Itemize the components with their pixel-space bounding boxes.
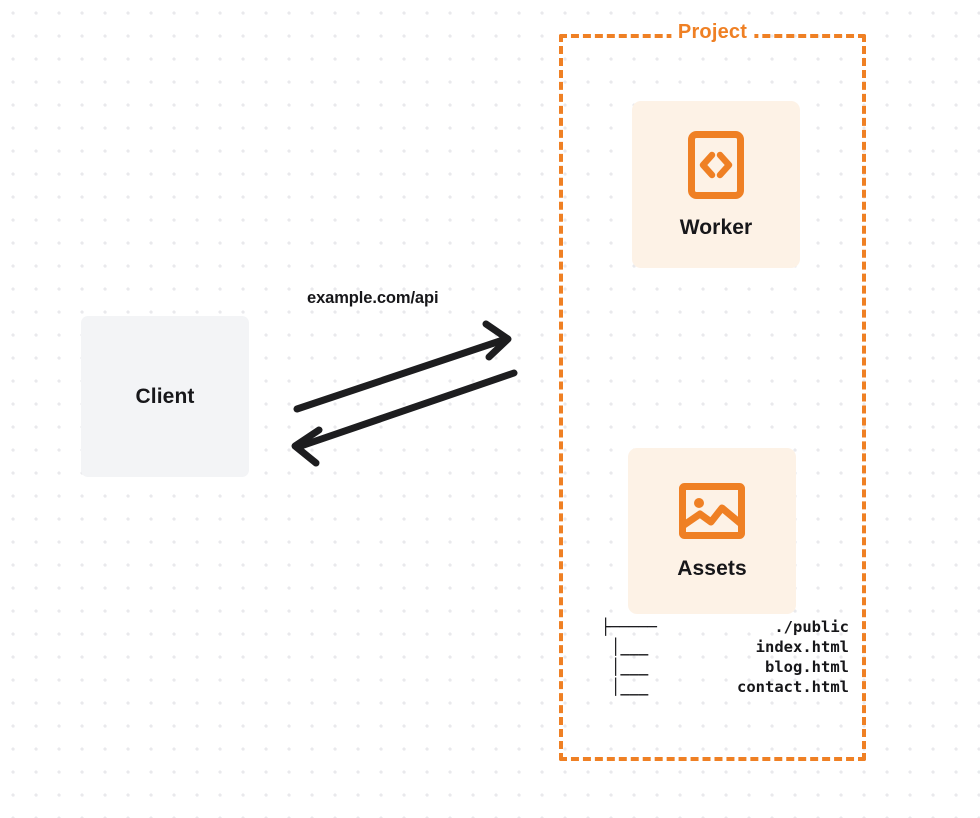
- client-label: Client: [135, 384, 195, 408]
- project-title: Project: [670, 21, 755, 44]
- worker-label: Worker: [679, 215, 753, 239]
- assets-label: Assets: [677, 557, 747, 580]
- response-arrow-icon: [291, 369, 518, 467]
- code-brackets-icon: [687, 130, 745, 200]
- client-project-connector: [270, 280, 540, 480]
- tree-branch-glyph: │___: [611, 678, 649, 696]
- request-arrow-icon: [293, 320, 512, 413]
- tree-row: ├───── ./public: [601, 617, 849, 637]
- client-node[interactable]: Client: [81, 316, 249, 477]
- tree-item-name: contact.html: [737, 678, 849, 696]
- tree-item-name: ./public: [774, 618, 849, 636]
- project-group[interactable]: Project Worker Assets: [559, 21, 866, 761]
- worker-card[interactable]: Worker: [632, 101, 800, 268]
- bidirectional-arrows: [291, 320, 518, 467]
- tree-item-name: blog.html: [765, 658, 849, 676]
- tree-branch-glyph: │___: [611, 638, 649, 656]
- tree-item-name: index.html: [755, 638, 849, 656]
- asset-file-tree: ├───── ./public │___ index.html │___ blo…: [601, 617, 849, 697]
- tree-row: │___ blog.html: [601, 657, 849, 677]
- tree-row: │___ index.html: [601, 637, 849, 657]
- image-icon: [678, 481, 746, 541]
- tree-branch-glyph: ├─────: [601, 618, 657, 636]
- connector-label: example.com/api: [307, 289, 439, 307]
- tree-branch-glyph: │___: [611, 658, 649, 676]
- tree-row: │___ contact.html: [601, 677, 849, 697]
- assets-card[interactable]: Assets: [628, 448, 796, 614]
